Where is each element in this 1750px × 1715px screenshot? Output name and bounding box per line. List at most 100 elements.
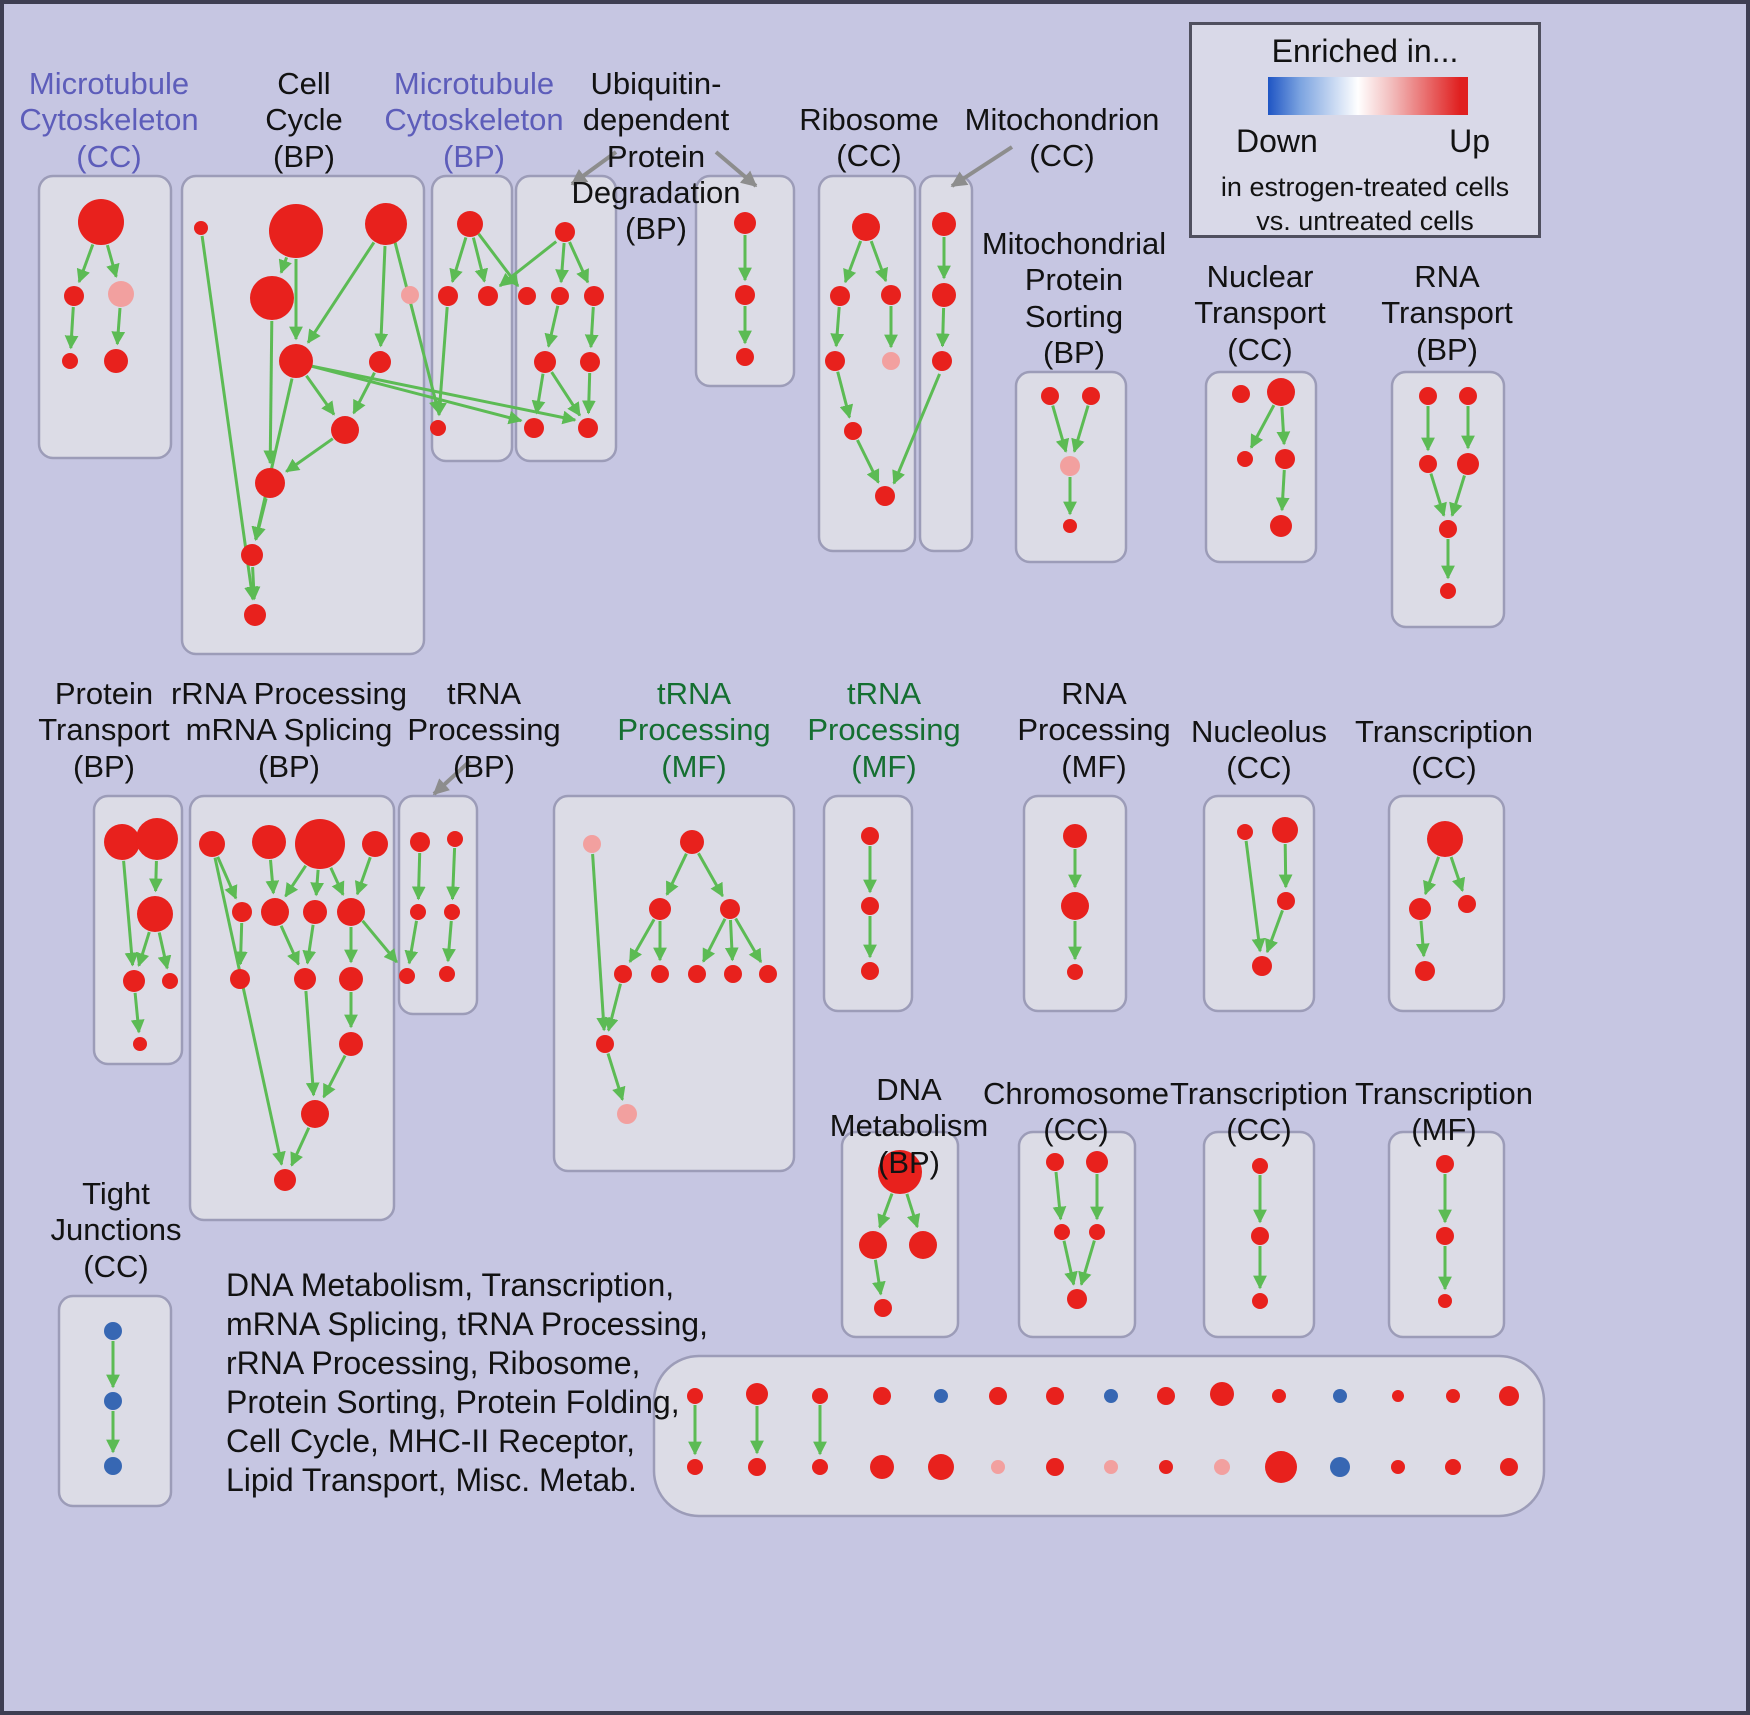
- go-term-node: [62, 353, 78, 369]
- edge-nucleolus-cc: [1278, 843, 1293, 889]
- go-term-node: [447, 831, 463, 847]
- go-term-node: [261, 898, 289, 926]
- go-term-node: [812, 1459, 828, 1475]
- go-term-node: [331, 416, 359, 444]
- go-term-node: [1275, 449, 1295, 469]
- legend-scale-labels: Down Up: [1192, 123, 1538, 160]
- edge-microtubule-cytoskeleton-bp: [433, 306, 449, 417]
- go-term-node: [1436, 1155, 1454, 1173]
- go-term-node: [1086, 1151, 1108, 1173]
- go-term-node: [687, 1388, 703, 1404]
- go-term-node: [303, 900, 327, 924]
- go-term-node: [241, 544, 263, 566]
- go-term-node: [830, 286, 850, 306]
- go-term-node: [194, 221, 208, 235]
- go-term-node: [825, 351, 845, 371]
- go-term-node: [104, 1322, 122, 1340]
- edge-ubiquitin-protein-degradation-bp: [531, 373, 546, 415]
- go-term-node: [1089, 1224, 1105, 1240]
- edge-chromosome-cc: [1062, 1240, 1078, 1286]
- go-term-node: [1104, 1460, 1118, 1474]
- go-term-node: [1439, 520, 1457, 538]
- edge-mitochondrial-protein-sorting-bp: [1051, 405, 1070, 453]
- go-term-node: [430, 420, 446, 436]
- go-term-node: [1061, 892, 1089, 920]
- edge-dna-metabolism-bp: [877, 1193, 894, 1229]
- edge-protein-transport-bp: [130, 992, 145, 1034]
- edge-microtubule-cytoskeleton-bp: [449, 236, 468, 284]
- go-term-node: [861, 897, 879, 915]
- go-term-node: [339, 1032, 363, 1056]
- go-term-node: [720, 899, 740, 919]
- legend-title: Enriched in...: [1271, 33, 1459, 69]
- edges: [64, 232, 1475, 1456]
- edge-rrna-processing-mrna-splicing-bp: [216, 856, 238, 900]
- label-pointer-arrow: [570, 150, 618, 186]
- cluster-box-misc-metabolism: [652, 1354, 1546, 1518]
- edge-trna-processing-mf-1: [697, 852, 724, 898]
- go-term-node: [735, 285, 755, 305]
- edge-mitochondrion-cc: [935, 307, 950, 348]
- edge-ubiquitin-protein-degradation-bp: [568, 241, 590, 284]
- go-term-node: [1082, 387, 1100, 405]
- go-term-node: [64, 286, 84, 306]
- edge-rrna-processing-mrna-splicing-bp: [354, 856, 372, 896]
- legend-subtitle-line-1: in estrogen-treated cells: [1220, 172, 1510, 202]
- edge-cell-cycle-bp: [278, 256, 292, 274]
- edge-rrna-processing-mrna-splicing-bp: [233, 922, 248, 966]
- go-term-node: [444, 904, 460, 920]
- go-term-node: [104, 1457, 122, 1475]
- go-term-node: [583, 835, 601, 853]
- go-term-node: [301, 1100, 329, 1128]
- cross-cluster-edge: [498, 240, 558, 288]
- go-term-node: [337, 898, 365, 926]
- go-term-node: [580, 352, 600, 372]
- go-term-node: [873, 1387, 891, 1405]
- edge-ribosome-cc: [836, 371, 854, 419]
- go-term-node: [1159, 1460, 1173, 1474]
- edge-ubiquitin-protein-degradation-bp: [584, 306, 599, 349]
- go-term-node: [748, 1458, 766, 1476]
- edge-rna-transport-bp: [1429, 473, 1447, 517]
- edge-trna-processing-mf-1: [701, 918, 727, 963]
- go-term-node: [1272, 1389, 1286, 1403]
- go-term-node: [104, 824, 140, 860]
- go-term-node: [518, 287, 536, 305]
- edge-chromosome-cc: [1052, 1171, 1067, 1221]
- go-term-node: [688, 965, 706, 983]
- edge-mitochondrial-protein-sorting-bp: [1071, 405, 1090, 453]
- edge-cell-cycle-bp: [374, 245, 389, 348]
- edge-dna-metabolism-bp: [872, 1259, 886, 1296]
- go-term-node: [1041, 387, 1059, 405]
- edge-transcription-cc-1: [1415, 920, 1430, 958]
- go-term-node: [909, 1231, 937, 1259]
- go-term-node: [1438, 1294, 1452, 1308]
- go-term-node: [399, 968, 415, 984]
- edge-trna-processing-mf-1: [604, 983, 622, 1032]
- go-term-node: [123, 970, 145, 992]
- go-term-node: [279, 344, 313, 378]
- go-term-node: [1457, 453, 1479, 475]
- cross-cluster-edge: [892, 373, 941, 485]
- edge-ribosome-cc: [843, 240, 863, 284]
- legend-color-scale: [1268, 77, 1468, 115]
- go-term-node: [1419, 387, 1437, 405]
- edge-rrna-processing-mrna-splicing-bp: [284, 864, 307, 898]
- edge-protein-transport-bp: [157, 932, 172, 970]
- edge-trna-processing-bp: [442, 920, 456, 963]
- edge-trna-processing-mf-1: [724, 919, 739, 962]
- go-term-node: [1277, 892, 1295, 910]
- go-term-node: [274, 1169, 296, 1191]
- go-term-node: [555, 222, 575, 242]
- go-term-node: [365, 203, 407, 245]
- go-term-node: [232, 902, 252, 922]
- go-term-node: [1419, 455, 1437, 473]
- edge-cell-cycle-bp: [285, 437, 334, 473]
- edge-nuclear-transport-cc: [1276, 406, 1291, 446]
- go-term-node: [1440, 583, 1456, 599]
- go-term-node: [230, 969, 250, 989]
- go-term-node: [104, 349, 128, 373]
- go-term-node: [1252, 956, 1272, 976]
- go-term-node: [584, 286, 604, 306]
